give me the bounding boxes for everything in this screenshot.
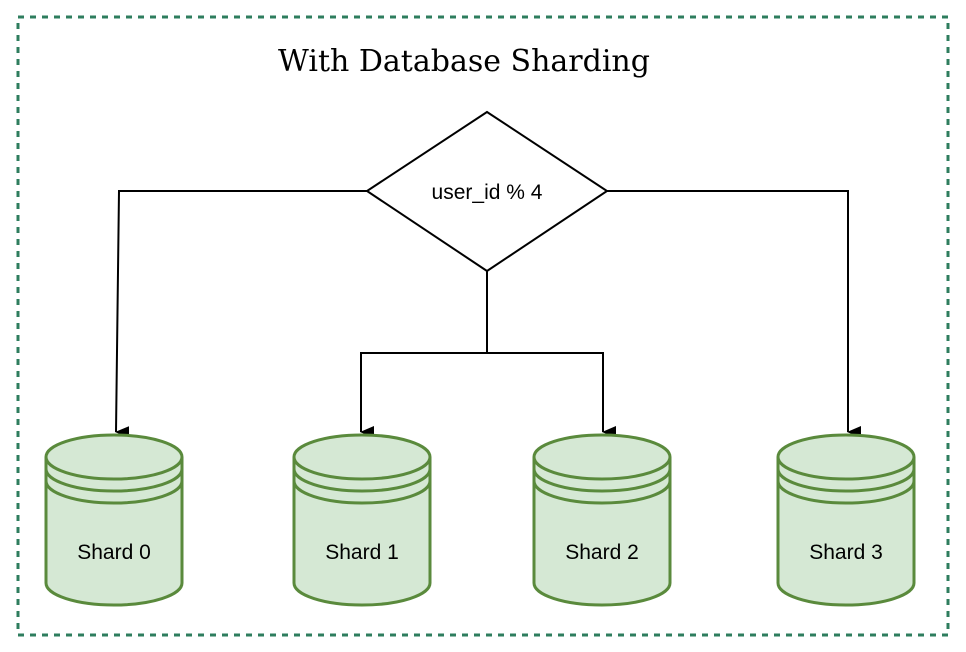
- connector-shard-0: [115, 190, 367, 439]
- shard-label: Shard 0: [77, 541, 151, 564]
- shard-database-2: Shard 2: [532, 433, 672, 607]
- connectors: [115, 190, 861, 439]
- shard-label: Shard 3: [809, 541, 883, 564]
- connector-shard-3: [607, 190, 861, 438]
- shard-label: Shard 1: [325, 541, 399, 564]
- diagram-title: With Database Sharding: [278, 44, 650, 79]
- shard-label: Shard 2: [565, 541, 639, 564]
- shard-database-3: Shard 3: [776, 433, 916, 607]
- connector-shard-2: [487, 352, 616, 438]
- diagram-frame: [16, 15, 950, 637]
- shard-database-1: Shard 1: [292, 433, 432, 607]
- shard-database-0: Shard 0: [44, 433, 184, 607]
- connector-shard-1: [360, 352, 487, 438]
- router-decision: user_id % 4: [365, 110, 609, 273]
- decision-label: user_id % 4: [432, 181, 543, 204]
